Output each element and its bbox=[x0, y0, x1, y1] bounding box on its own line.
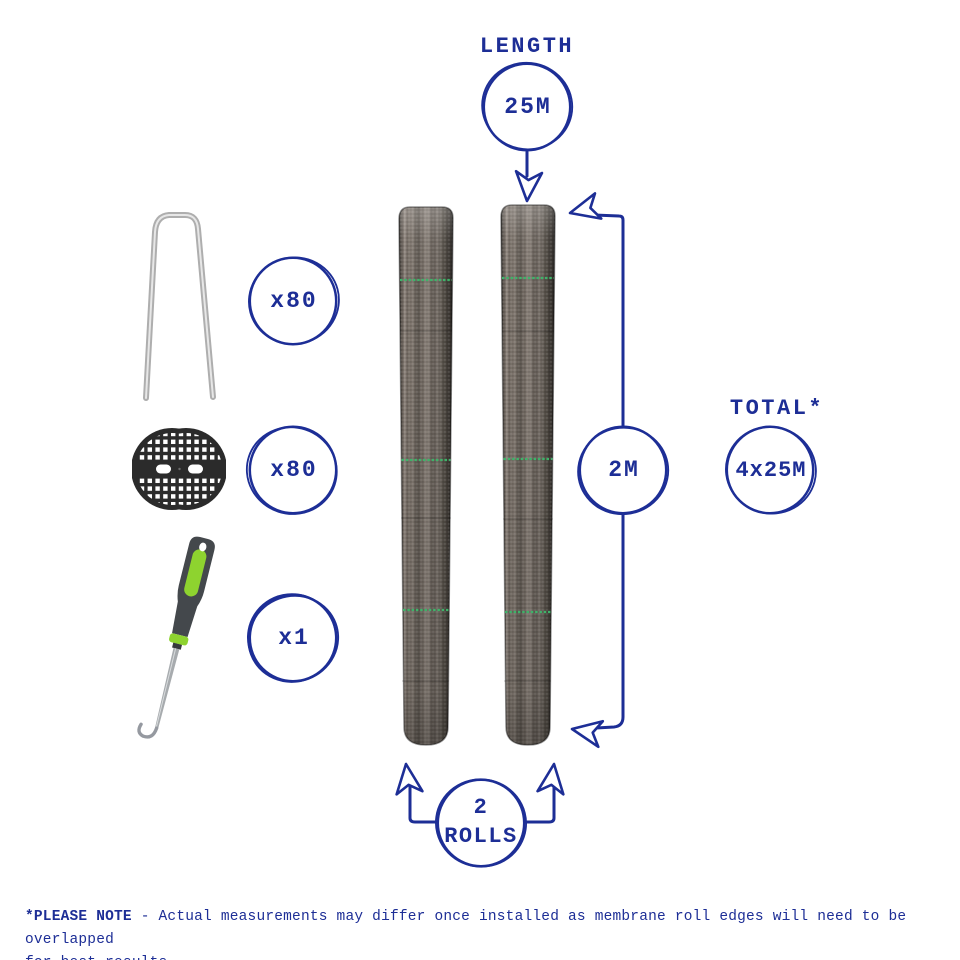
footnote: *PLEASE NOTE - Actual measurements may d… bbox=[25, 906, 960, 960]
total-value: 4x25M bbox=[735, 457, 807, 483]
hook-tool-icon bbox=[137, 536, 215, 739]
membrane-roll-right bbox=[500, 204, 556, 746]
sketch-circle-icon bbox=[434, 778, 528, 868]
membrane-roll-left bbox=[398, 206, 454, 746]
sketch-circle-icon bbox=[577, 425, 670, 516]
footnote-line2: for best results. bbox=[25, 955, 176, 960]
pegs-count-badge: x80 bbox=[245, 253, 341, 349]
total-label: TOTAL* bbox=[729, 396, 825, 421]
rolls-badge: 2 ROLLS bbox=[433, 775, 529, 871]
sketch-circle-icon bbox=[248, 256, 340, 346]
fixing-disc-icon bbox=[132, 428, 226, 510]
discs-count: x80 bbox=[270, 457, 318, 483]
length-value: 25M bbox=[504, 94, 552, 120]
sketch-circle-icon bbox=[725, 425, 817, 515]
total-badge: 4x25M bbox=[722, 422, 818, 518]
length-badge: 25M bbox=[479, 59, 575, 155]
width-value: 2M bbox=[608, 457, 640, 483]
sketch-circle-icon bbox=[245, 425, 338, 515]
down-arrow-icon bbox=[514, 150, 544, 203]
sketch-circle-icon bbox=[481, 61, 574, 152]
footnote-bold: *PLEASE NOTE bbox=[25, 909, 132, 925]
height-dimension-line bbox=[568, 192, 625, 749]
rolls-unit: ROLLS bbox=[444, 824, 518, 849]
sketch-circle-icon bbox=[246, 593, 340, 683]
rolls-count: 2 bbox=[473, 795, 489, 821]
length-label: LENGTH bbox=[479, 34, 575, 59]
steel-peg-icon bbox=[143, 212, 216, 401]
rolls-bracket-arrows bbox=[395, 762, 565, 824]
pegs-count: x80 bbox=[270, 288, 318, 314]
tool-count-badge: x1 bbox=[245, 590, 341, 686]
footnote-line1: - Actual measurements may differ once in… bbox=[25, 909, 907, 948]
rolls-count-text: 2 ROLLS bbox=[433, 775, 529, 871]
width-badge: 2M bbox=[575, 422, 671, 518]
discs-count-badge: x80 bbox=[245, 422, 341, 518]
tool-count: x1 bbox=[278, 625, 310, 651]
